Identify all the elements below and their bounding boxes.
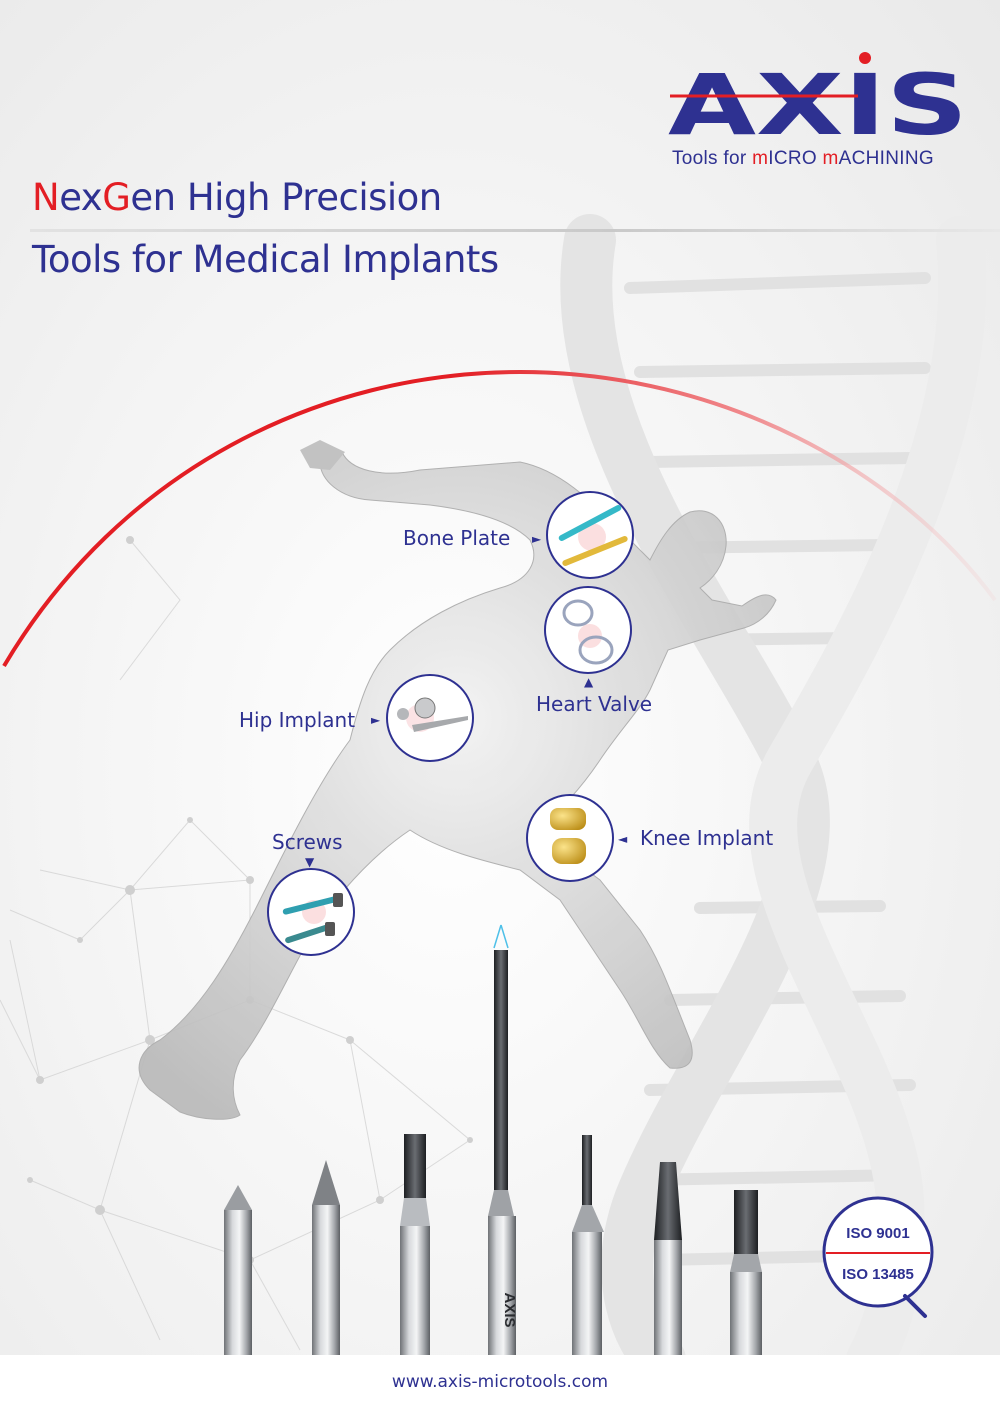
iso-13485-label: ISO 13485 [842,1266,914,1283]
tagline-part: m [822,148,839,169]
logo-tagline: Tools for mICRO mACHINING [672,148,934,170]
page-title-line1: NexGen High Precision [32,176,442,219]
iso-badge-icon [822,1196,934,1318]
callout-bone-plate: Bone Plate [403,526,511,550]
callout-screws: Screws [272,830,343,854]
logo-dot [859,52,871,64]
heart-valve-icon [544,586,632,674]
callout-heart-valve: Heart Valve [536,692,653,716]
tagline-part: ICRO [768,148,823,169]
page-title-line2: Tools for Medical Implants [32,238,499,281]
cutting-tool-icon [224,924,762,1360]
arrow-left-icon: ◄ [618,832,628,846]
tool-marking: AXIS [501,1292,518,1328]
title-part: N [32,176,60,219]
logo-wordmark: AXIS [668,56,968,142]
callout-hip-implant: Hip Implant [239,708,356,732]
dna-helix-graphic [560,214,987,1386]
title-divider [30,229,1000,232]
arrow-down-icon: ▼ [305,855,315,869]
screws-icon [267,868,355,956]
network-nodes [27,536,473,1264]
title-part: G [102,176,131,219]
footer-url[interactable]: www.axis-microtools.com [391,1372,609,1392]
iso-9001-label: ISO 9001 [846,1225,910,1242]
tagline-part: ACHINING [838,148,934,169]
tagline-part: Tools for [672,148,753,169]
callout-knee-implant: Knee Implant [640,826,774,850]
arrow-right-icon: ► [532,532,542,546]
arrow-up-icon: ▲ [584,675,594,689]
knee-implant-icon [526,794,614,882]
footer-band [0,1355,1000,1407]
axis-logo: AXIS [668,52,968,142]
title-part: en High Precision [130,176,442,219]
title-part: ex [59,176,103,219]
arrow-right-icon: ► [371,713,381,727]
tagline-part: m [752,148,769,169]
bone-plate-icon [546,491,634,579]
hip-implant-icon [386,674,474,762]
red-arc [2,369,997,668]
